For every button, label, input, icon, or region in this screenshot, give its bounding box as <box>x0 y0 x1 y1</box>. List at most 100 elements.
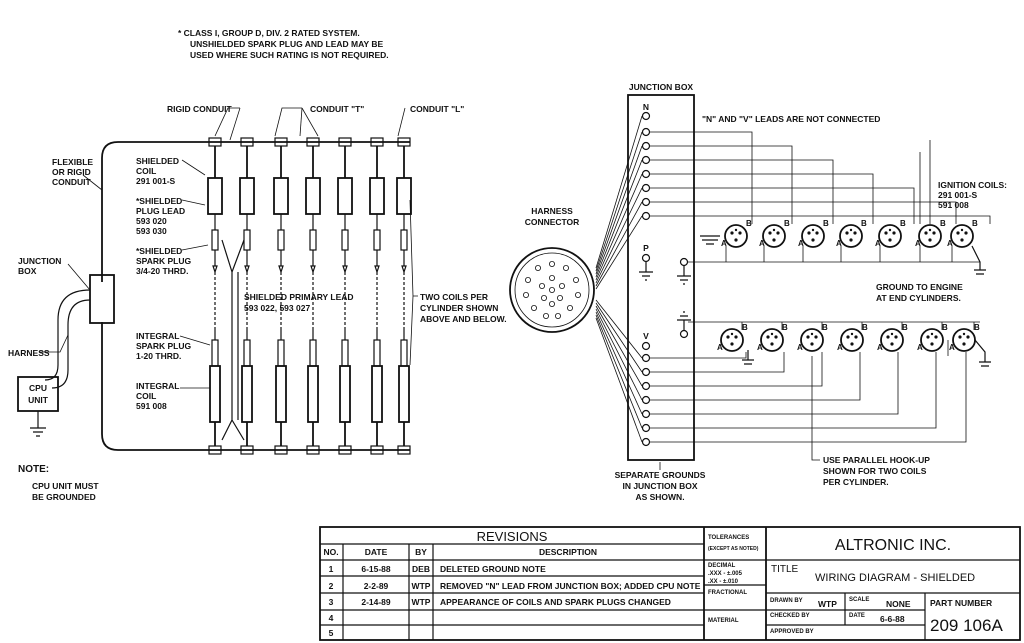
svg-text:AT END CYLINDERS.: AT END CYLINDERS. <box>876 293 961 303</box>
svg-text:B: B <box>784 219 790 228</box>
svg-text:P: P <box>643 243 649 253</box>
svg-text:A: A <box>915 239 921 248</box>
rev-no: 3 <box>329 597 334 607</box>
cpu-ground-icon <box>30 411 46 437</box>
svg-text:6-6-88: 6-6-88 <box>880 614 905 624</box>
terminal <box>641 381 651 391</box>
svg-text:B: B <box>742 323 748 332</box>
harness-cable <box>44 289 91 381</box>
ignition-coil: AB <box>917 323 948 352</box>
svg-text:WTP: WTP <box>818 599 837 609</box>
svg-text:DESCRIPTION: DESCRIPTION <box>539 547 597 557</box>
svg-text:TOLERANCES: TOLERANCES <box>708 535 749 541</box>
junction-box-right <box>627 94 695 461</box>
terminal <box>641 127 651 137</box>
ignition-coil: AB <box>877 323 908 352</box>
svg-text:B: B <box>822 323 828 332</box>
rev-desc: REMOVED "N" LEAD FROM JUNCTION BOX; ADDE… <box>440 581 701 591</box>
integral-coil <box>241 365 253 423</box>
rev-no: 5 <box>329 628 334 638</box>
svg-text:B: B <box>823 219 829 228</box>
svg-text:DRAWN BY: DRAWN BY <box>770 598 803 604</box>
connector-pin <box>557 294 564 301</box>
integral-coil <box>307 365 319 423</box>
svg-text:A: A <box>798 239 804 248</box>
svg-text:591 008: 591 008 <box>938 200 969 210</box>
terminal <box>641 367 651 377</box>
svg-text:B: B <box>782 323 788 332</box>
left-conduit-upper <box>101 141 119 282</box>
connector-pin <box>549 286 556 293</box>
svg-text:FLEXIBLE: FLEXIBLE <box>52 157 93 167</box>
svg-text:291 001-S: 291 001-S <box>938 190 978 200</box>
svg-text:3/4-20 THRD.: 3/4-20 THRD. <box>136 266 188 276</box>
svg-text:TWO COILS PER: TWO COILS PER <box>420 292 488 302</box>
rev-no: 1 <box>329 564 334 574</box>
svg-text:A: A <box>759 239 765 248</box>
terminal <box>641 183 651 193</box>
svg-text:NO.: NO. <box>323 547 338 557</box>
rev-date: 2-14-89 <box>361 597 391 607</box>
svg-text:CPU: CPU <box>29 383 47 393</box>
svg-text:* CLASS I, GROUP D, DIV. 2 RAT: * CLASS I, GROUP D, DIV. 2 RATED SYSTEM. <box>178 28 360 38</box>
svg-text:291 001-S: 291 001-S <box>136 176 176 186</box>
svg-text:A: A <box>717 343 723 352</box>
left-conduit-diagram: CPU UNIT RIGID CONDUIT CONDUIT "T" CONDU… <box>8 104 507 455</box>
svg-text:IN JUNCTION BOX: IN JUNCTION BOX <box>622 481 697 491</box>
svg-text:SPARK PLUG: SPARK PLUG <box>136 256 191 266</box>
class-rating-note: * CLASS I, GROUP D, DIV. 2 RATED SYSTEM.… <box>178 28 389 60</box>
ignition-coil: AB <box>837 323 868 352</box>
svg-text:PER CYLINDER.: PER CYLINDER. <box>823 477 889 487</box>
shielded-coil <box>305 177 321 215</box>
svg-text:SCALE: SCALE <box>849 597 869 603</box>
connector-pin <box>549 274 556 281</box>
svg-text:DECIMAL: DECIMAL <box>708 563 736 569</box>
connector-pin <box>573 276 580 283</box>
connector-pin <box>549 300 556 307</box>
svg-text:A: A <box>949 343 955 352</box>
svg-text:CONNECTOR: CONNECTOR <box>525 217 580 227</box>
terminal <box>641 197 651 207</box>
connector-pin <box>559 282 566 289</box>
svg-text:HARNESS: HARNESS <box>531 206 573 216</box>
connector-pin <box>541 294 548 301</box>
connector-pin <box>575 291 582 298</box>
svg-text:593 022, 593 027: 593 022, 593 027 <box>244 303 310 313</box>
connector-pin <box>523 291 530 298</box>
svg-text:B: B <box>972 219 978 228</box>
svg-text:CONDUIT "L": CONDUIT "L" <box>410 104 464 114</box>
svg-text:CYLINDER SHOWN: CYLINDER SHOWN <box>420 303 498 313</box>
svg-text:CONDUIT "T": CONDUIT "T" <box>310 104 364 114</box>
svg-text:PLUG LEAD: PLUG LEAD <box>136 206 185 216</box>
svg-text:B: B <box>862 323 868 332</box>
svg-text:INTEGRAL: INTEGRAL <box>136 331 179 341</box>
svg-text:A: A <box>947 239 953 248</box>
part-number: 209 106A <box>930 616 1003 635</box>
connector-pin <box>539 282 546 289</box>
svg-text:N: N <box>643 102 649 112</box>
cylinder-column <box>396 137 412 455</box>
junction-box-left <box>89 274 115 324</box>
rev-date: 6-15-88 <box>361 564 391 574</box>
svg-text:MATERIAL: MATERIAL <box>708 618 739 624</box>
svg-text:A: A <box>917 343 923 352</box>
ignition-coil: AB <box>717 323 748 352</box>
company-name: ALTRONIC INC. <box>835 537 951 554</box>
terminal <box>641 111 651 121</box>
terminal <box>641 409 651 419</box>
integral-coil <box>339 365 351 423</box>
svg-text:A: A <box>836 239 842 248</box>
svg-text:AS SHOWN.: AS SHOWN. <box>635 492 684 502</box>
shielded-coil <box>273 177 289 215</box>
ignition-coil: AB <box>721 219 752 248</box>
svg-text:DATE: DATE <box>365 547 388 557</box>
connector-pin <box>555 312 562 319</box>
svg-text:A: A <box>837 343 843 352</box>
svg-text:UNIT: UNIT <box>28 395 49 405</box>
cpu-note: NOTE: CPU UNIT MUST BE GROUNDED <box>18 464 99 502</box>
svg-text:SHIELDED: SHIELDED <box>136 156 179 166</box>
